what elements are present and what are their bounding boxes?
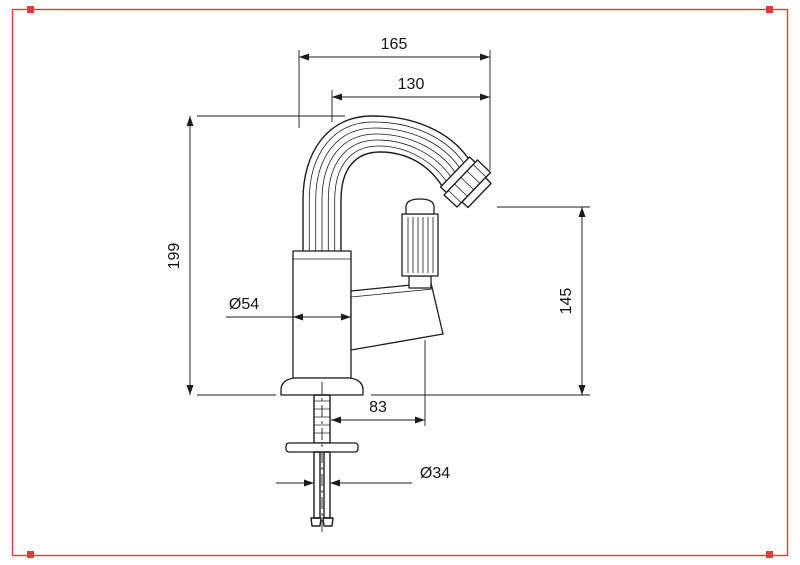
aerator-knurl [472, 164, 487, 178]
arrowhead [480, 93, 490, 101]
arrowhead [293, 313, 303, 321]
spout [302, 115, 469, 252]
arrowhead [480, 53, 490, 61]
spout-inner-edge [340, 151, 443, 252]
aerator-knurl [460, 177, 475, 191]
arrowhead [341, 313, 351, 321]
arrowhead [186, 116, 194, 126]
dim-total-height: 199 [166, 115, 345, 396]
spout-flute [327, 139, 452, 251]
handle-cap [405, 198, 435, 215]
dim-label-54: Ø54 [229, 296, 259, 313]
arrowhead [331, 416, 341, 424]
pipe-end-left [310, 517, 322, 527]
dim-label-165: 165 [381, 36, 408, 53]
crop-mark-top-left [27, 6, 34, 13]
handle-neck [408, 275, 432, 289]
handle-base [350, 282, 444, 351]
aerator-tip [461, 176, 492, 209]
arrowhead [415, 416, 425, 424]
dim-shank-diameter: Ø34 [276, 465, 450, 487]
crop-mark-bottom-right [766, 551, 773, 558]
handle-base-line [350, 288, 434, 298]
aerator-knurl [448, 190, 462, 204]
handle [350, 198, 444, 351]
arrowhead [304, 479, 314, 487]
arrowhead [299, 53, 309, 61]
arrowhead [186, 385, 194, 395]
page-border [11, 8, 789, 557]
spout-flute [321, 133, 456, 251]
spout-outer-edge [302, 115, 469, 252]
aerator-knurl [454, 183, 468, 197]
dim-label-83: 83 [369, 399, 387, 416]
mounting-hardware [285, 382, 359, 534]
dim-label-34: Ø34 [420, 465, 450, 482]
dim-label-130: 130 [398, 76, 425, 93]
aerator [439, 156, 492, 209]
dim-body-diameter: Ø54 [226, 296, 351, 321]
page-frame [11, 6, 789, 558]
arrowhead [332, 93, 342, 101]
pipe-end-right [322, 517, 334, 527]
dim-outlet-height: 145 [371, 206, 590, 396]
dim-label-199: 199 [166, 243, 183, 270]
dim-spout-reach: 130 [331, 76, 490, 122]
dimensions: 165 130 199 [166, 36, 590, 487]
dim-label-145: 145 [558, 288, 575, 315]
dim-handle-offset: 83 [331, 340, 426, 426]
aerator-knurl [466, 170, 481, 184]
supply-pipe-left [313, 451, 321, 519]
supply-pipe-right [323, 451, 331, 519]
spout-flute [334, 145, 447, 251]
faucet-figure [280, 115, 492, 534]
spout-flute [308, 121, 465, 251]
crop-mark-bottom-left [27, 551, 34, 558]
drawing-ink: 165 130 199 [166, 36, 590, 534]
spout-flute [315, 127, 460, 251]
crop-mark-top-right [766, 6, 773, 13]
dim-total-reach: 165 [298, 36, 491, 170]
arrowhead [578, 385, 586, 395]
arrowhead [578, 207, 586, 217]
arrowhead [330, 479, 340, 487]
